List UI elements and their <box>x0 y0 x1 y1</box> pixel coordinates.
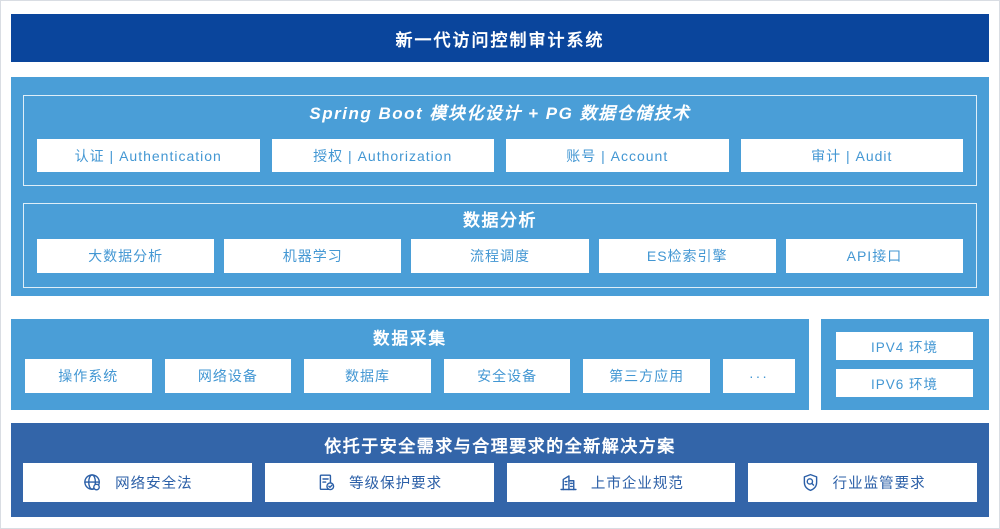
solution-box-classified-protection: 等级保护要求 <box>264 463 494 502</box>
solution-label: 网络安全法 <box>115 476 193 492</box>
collection-environment-row: 数据采集 操作系统 网络设备 数据库 安全设备 第三方应用 ··· IPV4 环… <box>11 319 989 410</box>
solution-row: 网络安全法 等级保护要求 <box>23 463 977 502</box>
collection-box-more: ··· <box>722 359 795 393</box>
collection-box-database: 数据库 <box>304 359 431 393</box>
solution-box-listed-company: 上市企业规范 <box>506 463 736 502</box>
springboot-modules-section: Spring Boot 模块化设计 + PG 数据仓储技术 认证 | Authe… <box>23 95 977 186</box>
env-box-ipv6: IPV6 环境 <box>836 369 973 397</box>
module-box-audit: 审计 | Audit <box>740 139 963 172</box>
platform-section: Spring Boot 模块化设计 + PG 数据仓储技术 认证 | Authe… <box>11 77 989 296</box>
data-collection-title: 数据采集 <box>373 330 447 348</box>
solution-label: 上市企业规范 <box>590 476 684 492</box>
page-title: 新一代访问控制审计系统 <box>395 30 605 50</box>
module-box-authentication: 认证 | Authentication <box>37 139 260 172</box>
modules-row: 认证 | Authentication 授权 | Authorization 账… <box>37 139 963 172</box>
collection-row: 操作系统 网络设备 数据库 安全设备 第三方应用 ··· <box>25 359 795 393</box>
data-analysis-title: 数据分析 <box>463 211 537 230</box>
springboot-section-title: Spring Boot 模块化设计 + PG 数据仓储技术 <box>309 104 691 123</box>
analysis-box-ml: 机器学习 <box>224 239 402 273</box>
solution-title: 依托于安全需求与合理要求的全新解决方案 <box>324 437 676 456</box>
solution-box-industry-regulation: 行业监管要求 <box>748 463 977 502</box>
analysis-row: 大数据分析 机器学习 流程调度 ES检索引擎 API接口 <box>37 239 964 273</box>
shield-search-icon <box>803 473 817 492</box>
analysis-box-es: ES检索引擎 <box>598 239 776 273</box>
document-check-icon <box>319 474 335 491</box>
analysis-box-bigdata: 大数据分析 <box>37 239 215 273</box>
solution-section: 依托于安全需求与合理要求的全新解决方案 网络安全法 <box>11 423 989 517</box>
module-box-authorization: 授权 | Authorization <box>271 139 494 172</box>
data-analysis-section: 数据分析 大数据分析 机器学习 流程调度 ES检索引擎 API接口 <box>23 203 977 288</box>
globe-icon <box>84 474 101 491</box>
analysis-box-workflow: 流程调度 <box>411 239 589 273</box>
collection-box-security-device: 安全设备 <box>443 359 571 393</box>
collection-box-thirdparty: 第三方应用 <box>583 359 710 393</box>
solution-box-cybersecurity-law: 网络安全法 <box>23 463 252 502</box>
solution-label: 等级保护要求 <box>349 476 443 492</box>
building-icon <box>560 475 577 491</box>
module-box-account: 账号 | Account <box>506 139 729 172</box>
environment-section: IPV4 环境 IPV6 环境 <box>821 319 989 410</box>
collection-box-network-device: 网络设备 <box>164 359 292 393</box>
solution-label: 行业监管要求 <box>832 476 926 492</box>
page-title-banner: 新一代访问控制审计系统 <box>11 14 989 62</box>
analysis-box-api: API接口 <box>785 239 964 273</box>
env-box-ipv4: IPV4 环境 <box>836 332 973 360</box>
collection-box-os: 操作系统 <box>25 359 152 393</box>
data-collection-section: 数据采集 操作系统 网络设备 数据库 安全设备 第三方应用 ··· <box>11 319 809 410</box>
